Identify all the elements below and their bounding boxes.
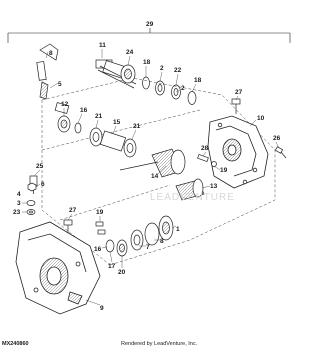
callout-16: 16 <box>80 107 88 114</box>
callout-8: 8 <box>49 50 53 57</box>
callout-20: 20 <box>118 269 126 276</box>
ring-16-upper <box>74 122 82 134</box>
callout-4: 4 <box>17 191 21 198</box>
ring-stack-upper <box>142 76 197 105</box>
gear-14 <box>119 148 186 178</box>
callout-10: 10 <box>257 115 265 122</box>
ring-stack-lower <box>105 215 174 257</box>
callout-assembly: 29 <box>146 21 154 28</box>
callout-7: 7 <box>146 244 150 251</box>
nut-6 <box>27 182 37 192</box>
tool-handle <box>36 43 59 100</box>
callout-21: 21 <box>133 123 141 130</box>
callout-24: 24 <box>126 49 134 56</box>
housing-10 <box>207 115 269 189</box>
pin-12 <box>54 102 70 114</box>
image-id: MX240860 <box>2 341 29 347</box>
lower-housing-9 <box>15 221 101 315</box>
callout-2: 2 <box>160 65 164 72</box>
callout-5: 5 <box>58 81 62 88</box>
assembly-bracket <box>7 28 291 43</box>
bearing-21b <box>123 138 137 158</box>
callout-26: 26 <box>273 135 281 142</box>
callout-18: 18 <box>194 77 202 84</box>
callout-17: 17 <box>108 263 116 270</box>
callout-19: 19 <box>96 209 104 216</box>
callout-13: 13 <box>210 183 218 190</box>
callout-18: 18 <box>143 59 151 66</box>
sleeve-15 <box>99 130 127 152</box>
gear-shaft-13 <box>175 178 205 201</box>
pin-28 <box>197 153 217 167</box>
callout-9: 9 <box>100 305 104 312</box>
callout-19: 19 <box>220 167 228 174</box>
callout-8: 8 <box>160 238 164 245</box>
leader-lines <box>22 49 280 306</box>
callout-23: 23 <box>13 209 21 216</box>
washer-3 <box>26 200 36 206</box>
callout-1: 1 <box>176 226 180 233</box>
callout-11: 11 <box>99 42 106 49</box>
bearing-21a <box>89 127 103 147</box>
bolt-27-upper <box>231 98 241 114</box>
render-credit: Rendered by LeadVenture, Inc. <box>121 341 198 347</box>
callout-12: 12 <box>61 101 69 108</box>
watermark: LEADVENTURE <box>150 192 235 203</box>
callout-6: 6 <box>41 181 45 188</box>
callout-3: 3 <box>17 200 21 207</box>
callout-14: 14 <box>151 173 159 180</box>
screw-26 <box>274 146 287 159</box>
callout-27: 27 <box>69 207 77 214</box>
pin-19-lower <box>95 221 106 235</box>
callout-16: 16 <box>94 246 102 253</box>
washer-23 <box>26 209 36 215</box>
bearing-12 <box>57 115 71 133</box>
bearing-24 <box>120 64 136 84</box>
callout-22: 22 <box>174 67 182 74</box>
callout-15: 15 <box>113 119 121 126</box>
callout-21: 21 <box>95 113 103 120</box>
callout-labels: 11 24 18 2 22 2 18 8 5 12 16 21 15 21 27… <box>13 42 281 312</box>
exploded-parts-diagram: 29 <box>7 21 291 315</box>
callout-28: 28 <box>201 145 209 152</box>
callout-25: 25 <box>36 163 44 170</box>
callout-27: 27 <box>235 89 243 96</box>
callout-2: 2 <box>181 85 185 92</box>
